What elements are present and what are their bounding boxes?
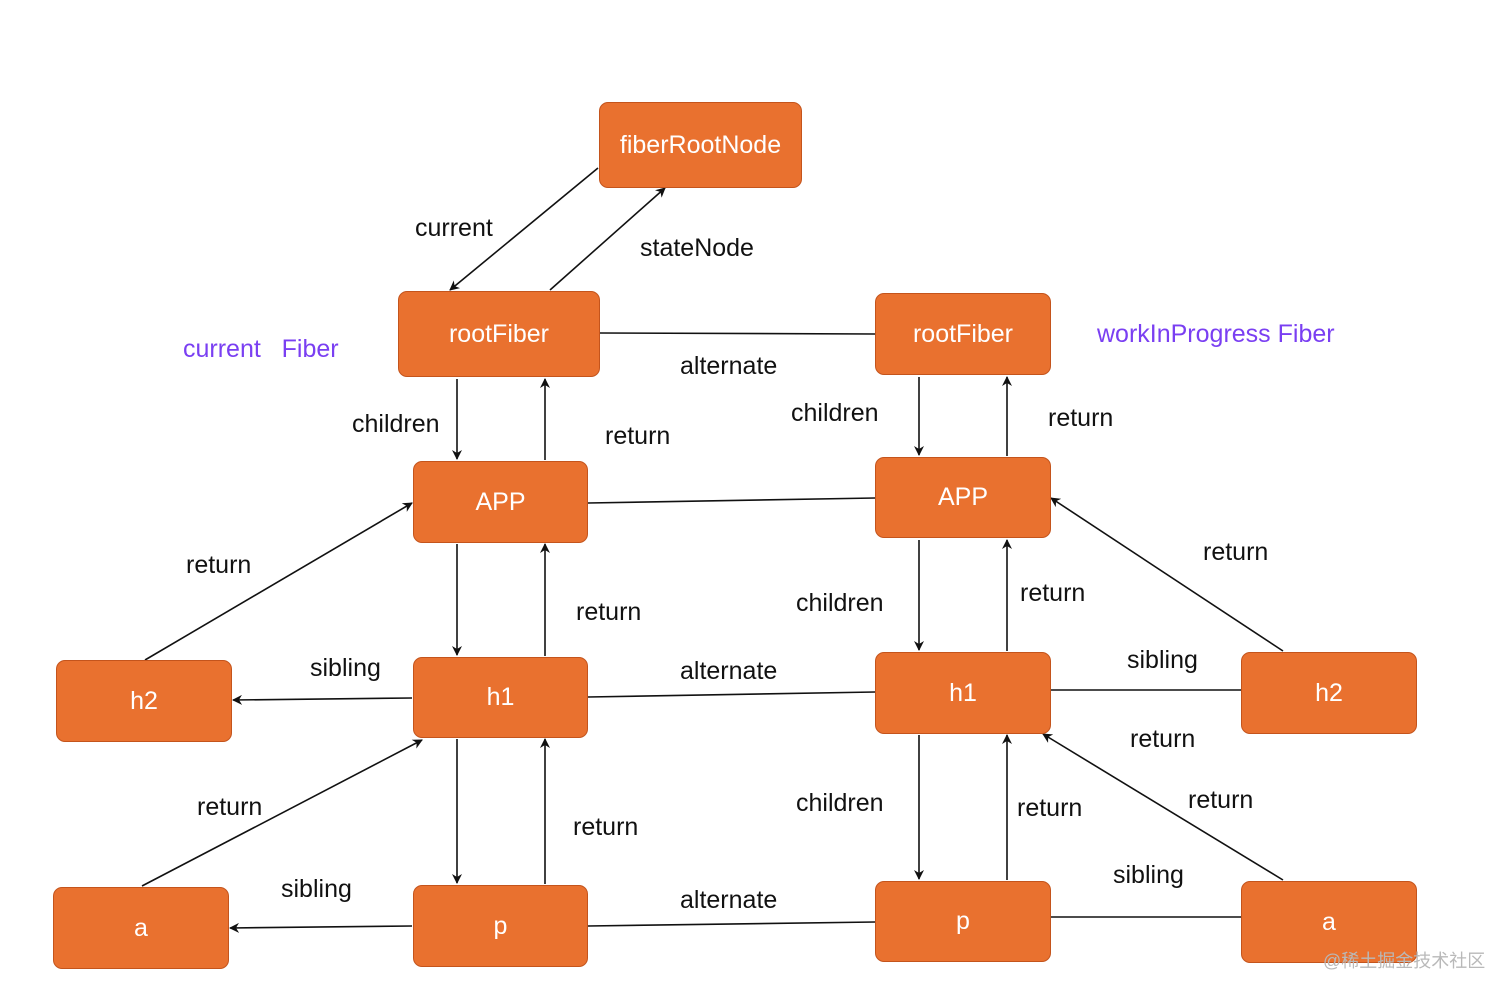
node-wip-p: p [875,881,1051,962]
watermark: @稀土掘金技术社区 [1323,951,1486,971]
edge-alternate-root [599,332,876,335]
node-current-a: a [53,887,229,969]
label-wip-return-app-root: return [1048,404,1114,432]
label-wip-children-app-h1: children [796,589,884,617]
label-wip-return-h1-app: return [1020,579,1086,607]
node-current-root-fiber: rootFiber [398,291,600,377]
edge-alternate-app [587,497,876,504]
label-cur-return-app-root: return [605,422,671,450]
edge-cur-return-a-h1 [141,739,423,887]
node-label: rootFiber [912,319,1014,348]
label-wip-return-p-h1: return [1017,794,1083,822]
label-wip-return-h2-app: return [1203,538,1269,566]
node-fiber-root-node: fiberRootNode [599,102,802,188]
edge-wip-return-h2-app [1050,497,1284,652]
label-cur-return-a-h1: return [197,793,263,821]
node-wip-h1: h1 [875,652,1051,734]
node-label: APP [475,487,526,516]
label-wip-return-a-h1: return [1188,786,1254,814]
label-cur-children-root-app: children [352,410,440,438]
label-state-node: stateNode [640,234,754,262]
label-cur-sibling-h1-h2: sibling [310,654,381,682]
edge-wip-return-a-h1 [1042,733,1284,881]
node-label: fiberRootNode [619,130,782,159]
node-label: h1 [486,683,515,711]
edge-cur-sibling-p-a [229,922,413,933]
label-wip-return-h2-h1: return [1130,725,1196,753]
title-wip-fiber: workInProgress Fiber [1097,320,1335,348]
label-current: current [415,214,493,242]
title-current-fiber: current Fiber [183,335,339,363]
label-wip-sibling-p-a: sibling [1113,861,1184,889]
label-cur-return-h2-app: return [186,551,252,579]
node-wip-a: a [1241,881,1417,963]
node-current-p: p [413,885,588,967]
node-current-h1: h1 [413,657,588,738]
label-cur-sibling-p-a: sibling [281,875,352,903]
node-label: a [1322,907,1336,936]
node-label: h1 [949,678,977,707]
node-label: p [956,907,970,935]
label-alternate-root: alternate [680,352,778,380]
edge-state-node [549,187,666,291]
node-current-app: APP [413,461,588,543]
label-wip-children-h1-p: children [796,789,884,817]
label-cur-return-p-h1: return [573,813,639,841]
node-label: p [493,911,508,940]
label-wip-children-root-app: children [791,399,879,427]
edge-cur-return-h2-app [144,502,413,661]
label-cur-return-h1-app: return [576,598,642,626]
node-current-h2: h2 [56,660,232,742]
node-wip-h2: h2 [1241,652,1417,734]
label-alternate-p: alternate [680,886,778,914]
node-label: APP [937,483,989,511]
edge-alternate-h1 [587,691,876,698]
node-label: rootFiber [448,319,550,348]
node-wip-app: APP [875,457,1051,538]
node-label: h2 [1315,678,1343,707]
label-alternate-h1: alternate [680,657,778,685]
label-wip-sibling-h1-h2: sibling [1127,646,1198,674]
node-label: h2 [130,686,158,715]
node-wip-root-fiber: rootFiber [875,293,1051,375]
edge-alternate-p [587,921,876,927]
edge-cur-sibling-h1-h2 [232,694,413,705]
edge-current [449,167,599,291]
node-label: a [134,913,148,942]
